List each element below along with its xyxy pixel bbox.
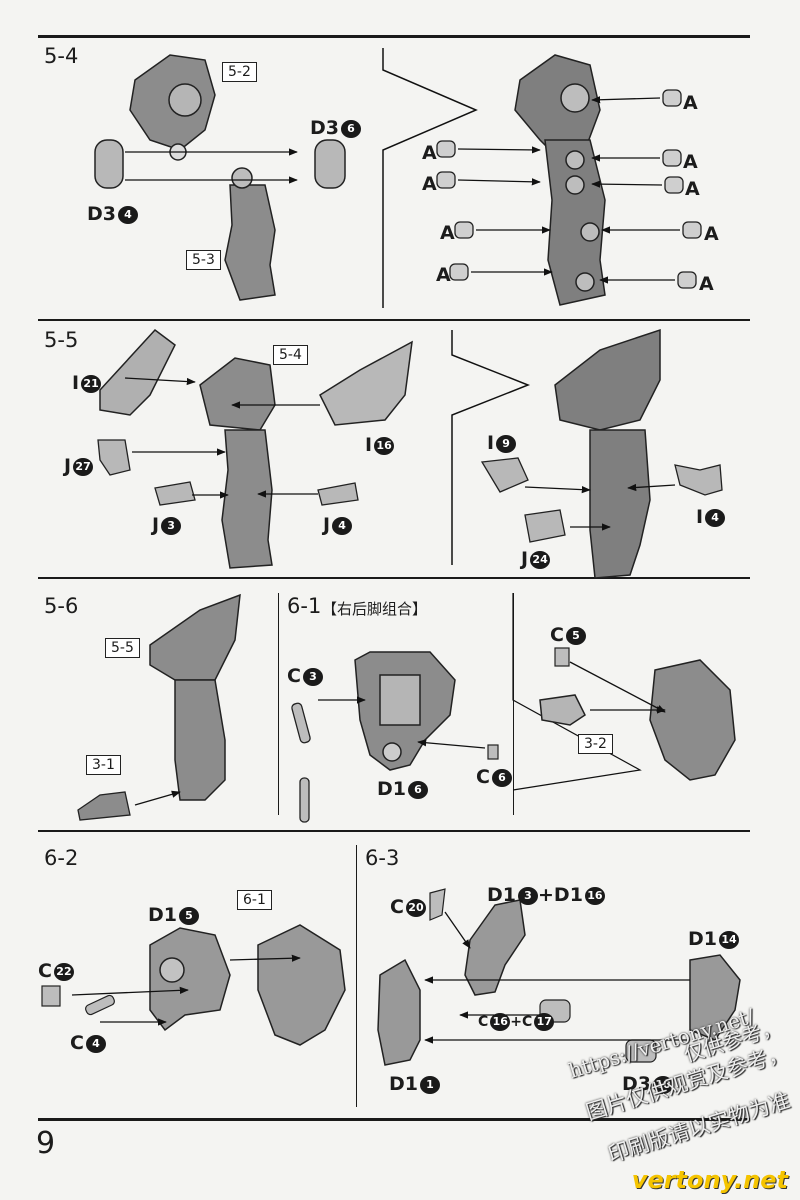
ref-box-5-4: 5-4 <box>273 345 308 365</box>
part-label-a-3: A <box>683 151 698 173</box>
foot-frame-6-1-right <box>539 659 736 781</box>
armor-i21 <box>99 328 176 416</box>
divider-6-2-6-3 <box>356 845 357 1107</box>
watermark-brand: vertony.net <box>631 1166 788 1194</box>
step-5-4: 5-4 <box>44 44 79 68</box>
part-label-a-2: A <box>422 142 437 164</box>
step-5-5: 5-5 <box>44 328 79 352</box>
part-c20 <box>429 888 446 921</box>
foot-frame-d1-5 <box>149 927 231 1032</box>
armor-i16 <box>319 340 413 426</box>
lower-leg-part <box>224 167 276 301</box>
foot-frame-d1-6 <box>354 651 456 771</box>
part-label-a-5: A <box>685 178 700 200</box>
part-label-a-7: A <box>704 223 719 245</box>
part-label-a-1: A <box>683 92 698 114</box>
assembled-leg-5-6 <box>149 593 241 801</box>
part-c22-c4 <box>41 985 115 1016</box>
ref-box-3-1: 3-1 <box>86 755 121 775</box>
leg-hip-part <box>129 54 216 151</box>
cap-parts-d3 <box>94 139 346 189</box>
ref-box-3-2: 3-2 <box>578 734 613 754</box>
part-c6-c5 <box>487 647 570 760</box>
part-d1-1 <box>377 958 421 1066</box>
zigzag-divider-5-5 <box>451 330 531 565</box>
ref-box-6-1: 6-1 <box>237 890 272 910</box>
part-d1-14 <box>689 954 741 1041</box>
armor-j27-j3-j4 <box>97 439 359 506</box>
ref-box-5-2: 5-2 <box>222 62 257 82</box>
step-6-1: 6-1 <box>287 594 322 618</box>
bottom-rule <box>38 1118 750 1121</box>
assembled-leg-5-5 <box>554 328 661 579</box>
assembled-leg-5-4 <box>514 54 606 306</box>
ref-box-5-3: 5-3 <box>186 250 221 270</box>
rule-after-5-4 <box>38 319 750 321</box>
piston-c3 <box>291 702 311 823</box>
ref-box-5-5: 5-5 <box>105 638 140 658</box>
foot-frame-6-1-assembled <box>257 924 346 1046</box>
leg-frame-5-5 <box>199 357 276 569</box>
rule-after-5-5 <box>38 577 750 579</box>
part-label-a-9: A <box>699 273 714 295</box>
page-number: 9 <box>36 1126 56 1161</box>
polycaps-a <box>436 89 702 289</box>
zigzag-divider-5-4 <box>382 48 478 308</box>
divider-5-6-6-1 <box>278 593 279 815</box>
part-label-a-8: A <box>436 264 451 286</box>
part-d1-3-d1-16 <box>464 899 526 996</box>
foot-3-1 <box>77 791 131 821</box>
part-label-a-4: A <box>422 173 437 195</box>
armor-i9-i4-j24 <box>480 457 723 543</box>
step-6-2: 6-2 <box>44 846 79 870</box>
top-rule <box>38 35 750 38</box>
step-5-6: 5-6 <box>44 594 79 618</box>
part-label-a-6: A <box>440 222 455 244</box>
step-6-3: 6-3 <box>365 846 400 870</box>
rule-after-5-6 <box>38 830 750 832</box>
step-6-1-title: 【右后脚组合】 <box>322 600 428 618</box>
divider-6-1-inner <box>513 593 514 815</box>
zigzag-divider-6-1 <box>512 593 642 791</box>
